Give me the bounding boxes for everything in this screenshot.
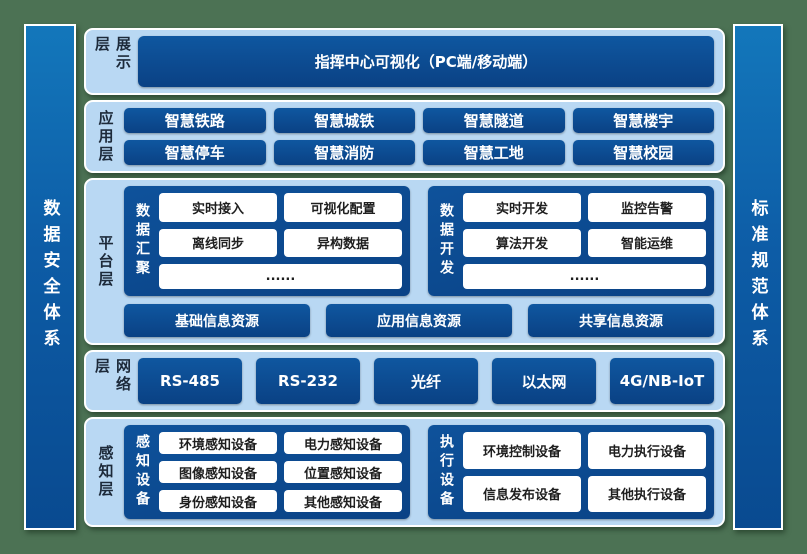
app-module-button: 智慧城铁	[273, 108, 415, 133]
information-resources-row: 基础信息资源 应用信息资源 共享信息资源	[124, 304, 714, 337]
perception-groups-row: 感知设备 环境感知设备 电力感知设备 图像感知设备 位置感知设备 身份感知设备 …	[124, 425, 714, 519]
layer-label-network: 网络层	[93, 358, 132, 394]
standards-pillar-label: 标准规范体系	[747, 199, 768, 355]
network-protocol-button: 光纤	[374, 358, 478, 404]
data-aggregation-group-label: 数据汇聚	[134, 203, 150, 279]
platform-groups-row: 数据汇聚 实时接入 可视化配置 离线同步 异构数据 ...... 数据开发 实时…	[124, 186, 714, 296]
app-module-button: 智慧停车	[124, 140, 266, 165]
platform-more-item: ......	[159, 264, 402, 289]
resource-button: 应用信息资源	[326, 304, 512, 337]
layer-label-display: 展示层	[93, 36, 132, 72]
platform-capability-item: 实时接入	[159, 193, 277, 222]
actuating-devices-group-label: 执行设备	[438, 434, 454, 510]
device-item: 环境控制设备	[463, 432, 581, 469]
layer-panel-platform: 平台层 数据汇聚 实时接入 可视化配置 离线同步 异构数据 ......	[84, 178, 725, 345]
device-item: 信息发布设备	[463, 475, 581, 512]
sensing-devices-group: 感知设备 环境感知设备 电力感知设备 图像感知设备 位置感知设备 身份感知设备 …	[124, 425, 410, 519]
resource-button: 基础信息资源	[124, 304, 310, 337]
data-security-pillar: 数据安全体系	[24, 24, 76, 530]
resource-button: 共享信息资源	[528, 304, 714, 337]
device-item: 其他感知设备	[284, 490, 402, 512]
actuating-devices-group: 执行设备 环境控制设备 电力执行设备 信息发布设备 其他执行设备	[428, 425, 714, 519]
device-item: 其他执行设备	[588, 475, 706, 512]
platform-more-item: ......	[463, 264, 706, 289]
layer-panel-perception: 感知层 感知设备 环境感知设备 电力感知设备 图像感知设备 位置感知设备 身份感…	[84, 417, 725, 527]
app-module-button: 智慧铁路	[124, 108, 266, 133]
layer-panel-network: 网络层 RS-485 RS-232 光纤 以太网 4G/NB-IoT	[84, 350, 725, 412]
sensing-devices-group-label: 感知设备	[134, 434, 150, 510]
platform-capability-item: 离线同步	[159, 228, 277, 258]
device-item: 位置感知设备	[284, 461, 402, 483]
network-protocol-button: RS-485	[138, 358, 242, 404]
data-security-pillar-label: 数据安全体系	[39, 199, 60, 355]
network-protocol-button: RS-232	[256, 358, 360, 404]
platform-capability-item: 实时开发	[463, 193, 581, 222]
layer-panel-display: 展示层 指挥中心可视化（PC端/移动端）	[84, 28, 725, 95]
data-development-group-label: 数据开发	[438, 203, 454, 279]
platform-capability-item: 异构数据	[284, 228, 402, 258]
sensing-devices-items: 环境感知设备 电力感知设备 图像感知设备 位置感知设备 身份感知设备 其他感知设…	[159, 432, 402, 512]
app-module-button: 智慧工地	[423, 140, 565, 165]
layer-label-platform: 平台层	[96, 234, 115, 289]
platform-capability-item: 算法开发	[463, 228, 581, 258]
data-development-items: 实时开发 监控告警 算法开发 智能运维 ......	[463, 193, 706, 289]
layer-label-perception: 感知层	[96, 445, 115, 499]
platform-capability-item: 可视化配置	[284, 193, 402, 222]
application-modules-grid: 智慧铁路 智慧城铁 智慧隧道 智慧楼宇 智慧停车 智慧消防 智慧工地 智慧校园	[124, 108, 714, 165]
device-item: 图像感知设备	[159, 461, 277, 483]
app-module-button: 智慧隧道	[423, 108, 565, 133]
network-protocols-row: RS-485 RS-232 光纤 以太网 4G/NB-IoT	[138, 358, 714, 404]
network-protocol-button: 4G/NB-IoT	[610, 358, 714, 404]
actuating-devices-items: 环境控制设备 电力执行设备 信息发布设备 其他执行设备	[463, 432, 706, 512]
device-item: 电力执行设备	[588, 432, 706, 469]
data-development-group: 数据开发 实时开发 监控告警 算法开发 智能运维 ......	[428, 186, 714, 296]
platform-capability-item: 监控告警	[588, 193, 706, 222]
layer-panel-application: 应用层 智慧铁路 智慧城铁 智慧隧道 智慧楼宇 智慧停车 智慧消防 智慧工地 智…	[84, 100, 725, 173]
device-item: 环境感知设备	[159, 432, 277, 454]
platform-content: 数据汇聚 实时接入 可视化配置 离线同步 异构数据 ...... 数据开发 实时…	[124, 186, 714, 337]
data-aggregation-group: 数据汇聚 实时接入 可视化配置 离线同步 异构数据 ......	[124, 186, 410, 296]
standards-pillar: 标准规范体系	[733, 24, 783, 530]
network-protocol-button: 以太网	[492, 358, 596, 404]
device-item: 电力感知设备	[284, 432, 402, 454]
command-center-banner: 指挥中心可视化（PC端/移动端）	[138, 36, 714, 87]
layer-label-application: 应用层	[96, 109, 115, 164]
app-module-button: 智慧消防	[273, 140, 415, 165]
data-aggregation-items: 实时接入 可视化配置 离线同步 异构数据 ......	[159, 193, 402, 289]
app-module-button: 智慧楼宇	[572, 108, 714, 133]
app-module-button: 智慧校园	[572, 140, 714, 165]
device-item: 身份感知设备	[159, 490, 277, 512]
platform-capability-item: 智能运维	[588, 228, 706, 258]
layers-stack: 展示层 指挥中心可视化（PC端/移动端） 应用层 智慧铁路 智慧城铁 智慧隧道 …	[84, 28, 725, 527]
